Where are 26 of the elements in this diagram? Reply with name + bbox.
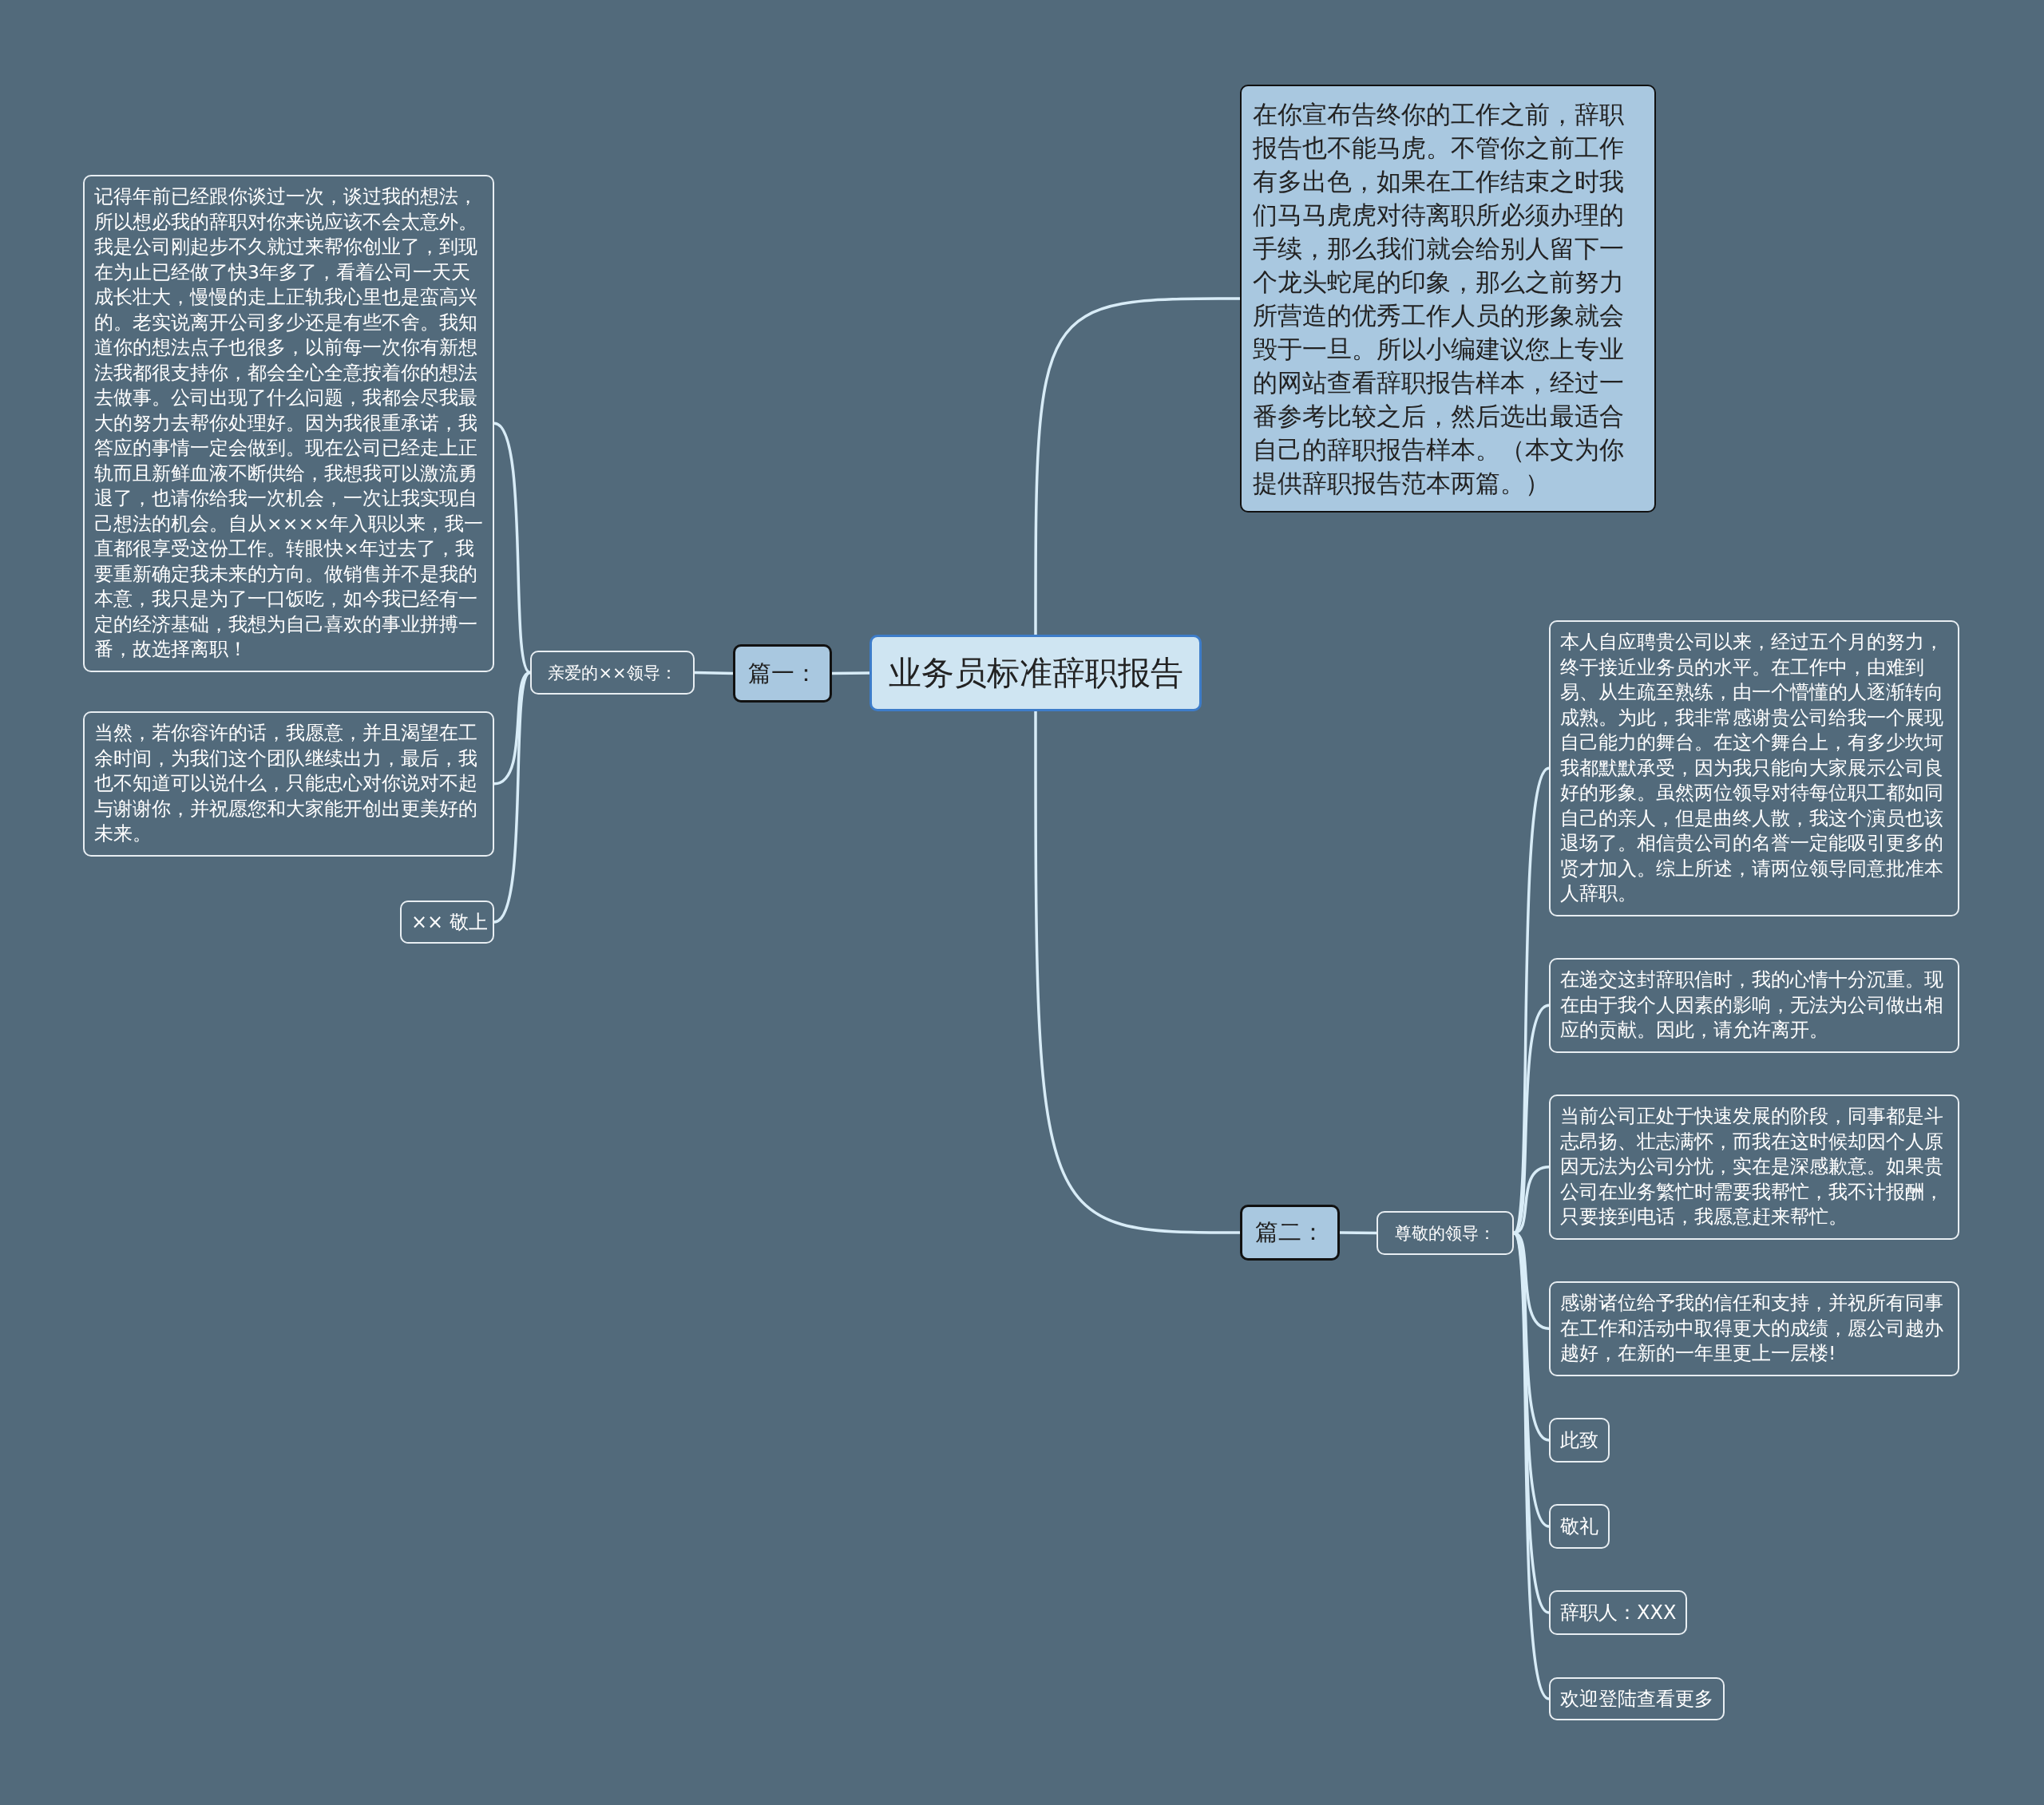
connector-line [1513, 1166, 1550, 1235]
text-box: 欢迎登陆查看更多 [1549, 1677, 1725, 1720]
section-box: 篇一： [733, 644, 832, 703]
text-box: 此致 [1549, 1418, 1610, 1463]
section-box: 篇二： [1240, 1205, 1340, 1261]
intro-box: 在你宣布告终你的工作之前，辞职报告也不能马虎。不管你之前工作有多出色，如果在工作结束之时我们马马虎虎对待离职所必须办理的手续，那么我们就会给别人留下一个龙头蛇尾的印象，那么之前努力所营造的优秀工作人员的形象就会毁于一旦。所以小编建议您上专业的网站查看辞职报告样本，经过一番参考比较之后，然后选出最适合自己的辞职报告样本。（本文为你提供辞职报告范本两篇。） [1240, 85, 1656, 513]
connector-line [694, 671, 734, 675]
topic-box: 尊敬的领导： [1377, 1211, 1514, 1255]
connector-line [832, 671, 869, 675]
text-box: 辞职人：XXX [1549, 1590, 1688, 1635]
connector-line [493, 671, 531, 786]
connector-line [1034, 297, 1240, 635]
text-box: 记得年前已经跟你谈过一次，谈过我的想法，所以想必我的辞职对你来说应该不会太意外。我是公司刚起步不久就过来帮你创业了，到现在为止已经做了快3年多了，看着公司一天天成长壮大，慢慢的走上正轨我心里也是蛮高兴的。老实说离开公司多少还是有些不舍。我知道你的想法点子也很多，以前每一次你有新想法我都很支持你，都会全心全意按着你的想法去做事。公司出现了什么问题，我都会尽我最大的努力去帮你处理好。因为我很重承诺，我答应的事情一定会做到。现在公司已经走上正轨而且新鲜血液不断供给，我想我可以激流勇退了，也请你给我一次机会，一次让我实现自己想法的机会。自从××××年入职以来，我一直都很享受这份工作。转眼快×年过去了，我要重新确定我未来的方向。做销售并不是我的本意，我只是为了一口饭吃，如今我已经有一定的经济基础，我想为自己喜欢的事业拼搏一番，故选择离职！ [83, 175, 494, 672]
text-box: 感谢诸位给予我的信任和支持，并祝所有同事在工作和活动中取得更大的成绩，愿公司越办越好，在新的一年里更上一层楼! [1549, 1281, 1959, 1376]
connector-line [1340, 1231, 1377, 1235]
connector-line [493, 671, 532, 924]
connector-line [493, 422, 532, 674]
text-box: 敬礼 [1549, 1504, 1610, 1549]
text-box: 当然，若你容许的话，我愿意，并且渴望在工余时间，为我们这个团队继续出力，最后，我也不知道可以说什么，只能忠心对你说对不起与谢谢你，并祝愿您和大家能开创出更美好的未来。 [83, 711, 494, 857]
topic-box: 亲爱的××领导： [530, 651, 695, 695]
text-box: 本人自应聘贵公司以来，经过五个月的努力，终于接近业务员的水平。在工作中，由难到易、从生疏至熟练，由一个懵懂的人逐渐转向成熟。为此，我非常感谢贵公司给我一个展现自己能力的舞台。在这个舞台上，有多少坎坷我都默默承受，因为我只能向大家展示公司良好的形象。虽然两位领导对待每位职工都如同自己的亲人，但是曲终人散，我这个演员也该退场了。相信贵公司的名誉一定能吸引更多的贤才加入。综上所述，请两位领导同意批准本人辞职。 [1549, 620, 1959, 916]
text-box: ×× 敬上 [400, 901, 494, 944]
connector-line [1034, 711, 1240, 1234]
central-topic-box: 业务员标准辞职报告 [869, 635, 1202, 711]
text-box: 当前公司正处于快速发展的阶段，同事都是斗志昂扬、壮志满怀，而我在这时候却因个人原因无法为公司分忧，实在是深感歉意。如果贵公司在业务繁忙时需要我帮忙，我不计报酬，只要接到电话，我愿意赶来帮忙。 [1549, 1094, 1959, 1240]
text-box: 在递交这封辞职信时，我的心情十分沉重。现在由于我个人因素的影响，无法为公司做出相应的贡献。因此，请允许离开。 [1549, 958, 1959, 1053]
